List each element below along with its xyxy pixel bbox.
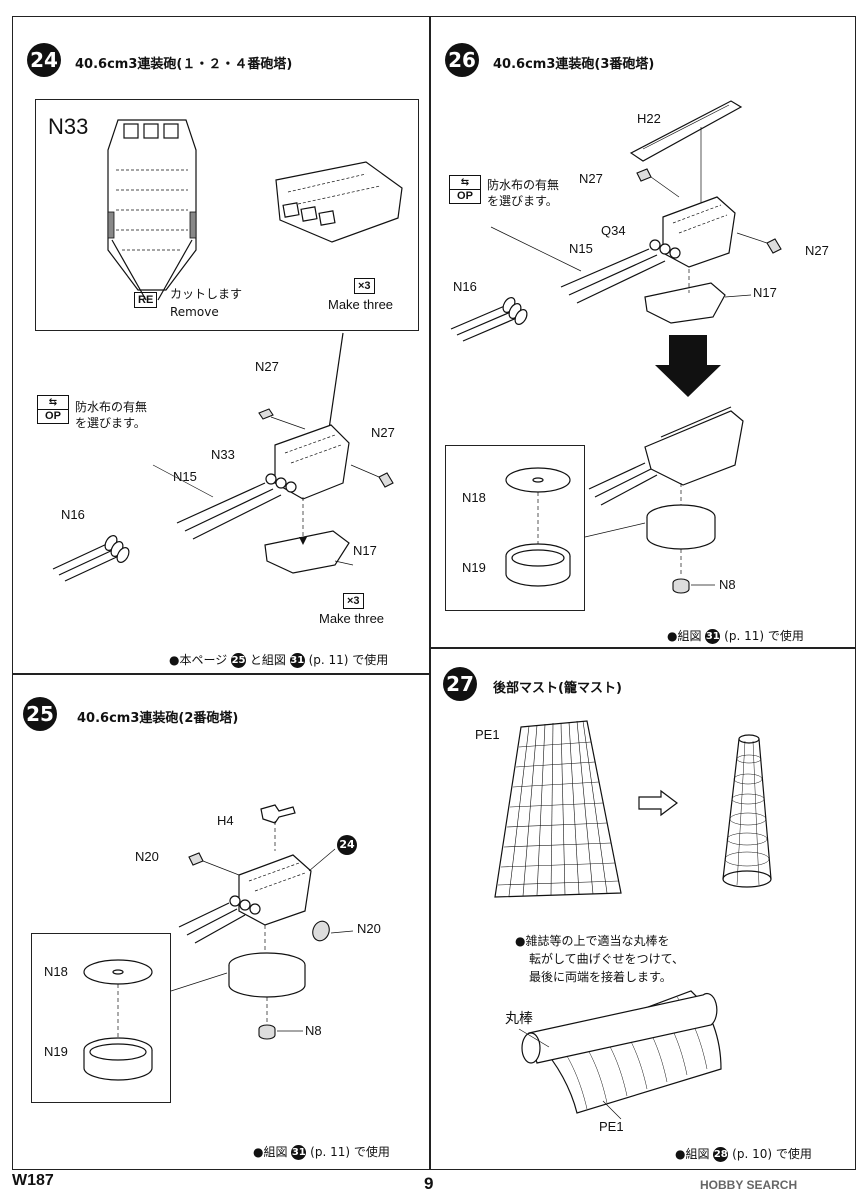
part-label-n8: N8 [305,1023,322,1038]
option-note-line2: を選びます。 [75,416,146,430]
step-24-panel: 24 40.6cm3連装砲(１・２・４番砲塔) N33 RE カットします [12,16,430,674]
step-26-panel: 26 40.6cm3連装砲(3番砲塔) ⇆ OP 防水布の有無 を選びます。 [430,16,856,648]
footer-prefix: ●本ページ [169,653,228,667]
step-24-usage-note: ●本ページ 25 と組図 31 (p. 11) で使用 [169,651,388,668]
part-label-h4: H4 [217,813,234,828]
times-three-badge-2: ×3 [343,593,364,609]
step-number: 25 [23,697,57,731]
part-label-n17: N17 [353,543,377,558]
part-label-n15: N15 [569,241,593,256]
part-label-pe1-top: PE1 [475,727,500,742]
n18-n19-drawing [505,467,571,587]
page-number: 9 [424,1174,434,1193]
step-title: 40.6cm3連装砲(3番砲塔) [493,57,655,72]
option-note-line1: 防水布の有無 [487,178,560,192]
footer-suffix: (p. 11) で使用 [308,653,389,667]
step-title: 40.6cm3連装砲(１・２・４番砲塔) [75,57,293,72]
option-note-line2: を選びます。 [487,194,558,208]
part-label-h22: H22 [637,111,661,126]
make-three-label: Make three [328,297,394,312]
step-ref-24: 24 [337,835,357,855]
part-label-n18: N18 [44,964,68,979]
part-label-pe1-bottom: PE1 [599,1119,624,1134]
instruction-line3: 最後に両端を接着します。 [529,970,672,984]
step-25-usage-note: ●組図 31 (p. 11) で使用 [253,1143,390,1160]
step-26-assembly-drawing [450,100,782,594]
footer-prefix: ●組図 [253,1145,288,1159]
part-label-q34: Q34 [601,223,626,238]
part-label-n8: N8 [719,577,736,592]
step-number: 27 [443,667,477,701]
part-label-n20-left: N20 [135,849,159,864]
part-label-n27-left: N27 [579,171,603,186]
footer-suffix: (p. 11) で使用 [724,629,804,643]
n33-top-view-drawing [107,119,403,301]
footer-mid: と組図 [249,653,286,667]
instruction-line1: ●雑誌等の上で適当な丸棒を [515,934,670,948]
step-number: 26 [445,43,479,77]
step-ref-31: 31 [289,653,305,668]
part-label-n18: N18 [462,490,486,505]
step-27-usage-note: ●組図 28 (p. 10) で使用 [675,1145,812,1162]
step-number: 24 [27,43,61,77]
n18-n19-drawing [83,959,153,1081]
n18-n19-inset: N18 N19 [31,933,171,1103]
remove-note-jp: カットします [170,287,243,301]
part-label-n15: N15 [173,469,197,484]
step-27-mast-drawing [494,720,772,1120]
part-label-n19: N19 [44,1044,68,1059]
option-icon: ⇆ [38,396,68,410]
remove-note-en: Remove [170,305,219,319]
part-label-n33-large: N33 [48,114,89,139]
part-label-n27: N27 [255,359,279,374]
remove-badge: RE [134,292,158,308]
step-ref-28: 28 [713,1147,729,1162]
step-title: 40.6cm3連装砲(2番砲塔) [77,711,239,726]
option-icon: ⇆ [450,176,480,190]
part-label-n27-right: N27 [805,243,829,258]
part-label-n19: N19 [462,560,486,575]
option-label: OP [457,190,473,202]
step-ref-31: 31 [291,1145,307,1160]
footer-suffix: (p. 11) で使用 [310,1145,390,1159]
part-label-n20-right: N20 [357,921,381,936]
step-24-assembly-drawing [52,332,394,582]
instruction-line2: 転がして曲げぐせをつけて、 [529,952,685,966]
part-label-n17: N17 [753,285,777,300]
step-25-panel: 25 40.6cm3連装砲(2番砲塔) 24 [12,674,430,1170]
rod-label: 丸棒 [505,1011,533,1027]
times-three-badge: ×3 [354,278,375,294]
footer-prefix: ●組図 [675,1147,710,1161]
step-ref-25: 25 [231,653,247,668]
part-label-n27-right: N27 [371,425,395,440]
n18-n19-inset: N18 N19 [445,445,585,611]
part-label-n16: N16 [61,507,85,522]
footer-suffix: (p. 10) で使用 [732,1147,812,1161]
watermark: HOBBY SEARCH [700,1178,798,1192]
option-badge: ⇆ OP [37,395,69,424]
footer-prefix: ●組図 [667,629,702,643]
option-label: OP [45,410,61,422]
part-label-n33: N33 [211,447,235,462]
option-badge: ⇆ OP [449,175,481,204]
step-25-assembly-drawing [170,804,354,1040]
kit-code: W187 [12,1172,54,1189]
part-label-n16: N16 [453,279,477,294]
make-three-label-2: Make three [319,611,385,626]
step-27-panel: 27 後部マスト(籠マスト) [430,648,856,1170]
step-title: 後部マスト(籠マスト) [493,681,622,696]
n33-detail-inset: N33 RE カットします Remove ×3 Make three [35,99,419,331]
step-26-usage-note: ●組図 31 (p. 11) で使用 [667,627,804,644]
option-note-line1: 防水布の有無 [75,400,148,414]
step-ref-31: 31 [705,629,721,644]
